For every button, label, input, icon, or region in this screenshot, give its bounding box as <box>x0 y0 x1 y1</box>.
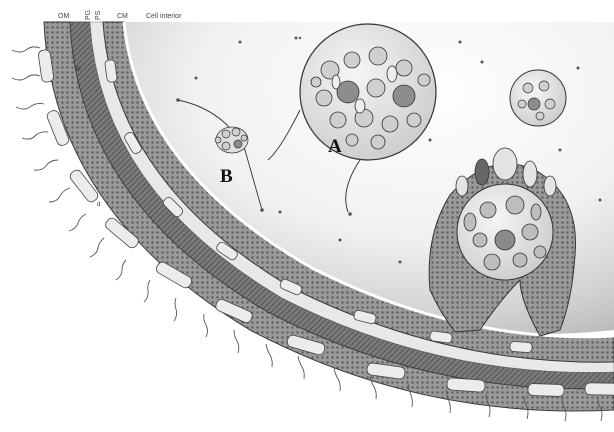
label-pg: PG <box>85 10 92 20</box>
tag-lp: lp <box>76 66 81 72</box>
label-cm: CM <box>117 13 128 20</box>
tag-d: d <box>97 202 100 208</box>
label-cell-interior: Cell interior <box>146 13 182 20</box>
label-om: OM <box>58 13 69 20</box>
small-vesicle <box>510 70 566 126</box>
label-ps: PS <box>95 10 102 20</box>
marker-a: A <box>328 136 342 157</box>
marker-b: B <box>220 166 233 187</box>
